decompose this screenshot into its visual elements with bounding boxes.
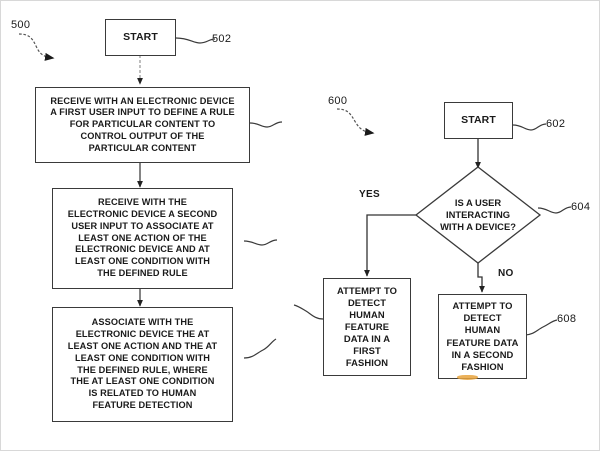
node-step-506-label: RECEIVE WITH THE ELECTRONIC DEVICE A SEC… — [67, 197, 218, 278]
node-step-508[interactable]: ASSOCIATE WITH THE ELECTRONIC DEVICE THE… — [52, 307, 233, 422]
node-start-500[interactable]: START — [105, 19, 176, 56]
figure-500-leader-curve — [18, 33, 55, 61]
branch-label-yes: YES — [359, 189, 380, 200]
node-step-608[interactable]: ATTEMPT TO DETECT HUMAN FEATURE DATA IN … — [438, 294, 527, 379]
node-step-504[interactable]: RECEIVE WITH AN ELECTRONIC DEVICE A FIRS… — [35, 87, 250, 163]
ref-602: 602 — [546, 118, 566, 130]
node-start-500-label: START — [123, 30, 158, 43]
node-decision-604-label: IS A USER INTERACTING WITH A DEVICE? — [440, 196, 516, 233]
ref-502-leader — [175, 37, 216, 44]
node-decision-604[interactable]: IS A USER INTERACTING WITH A DEVICE? — [416, 167, 540, 263]
ref-figure-600: 600 — [328, 95, 348, 107]
node-step-506[interactable]: RECEIVE WITH THE ELECTRONIC DEVICE A SEC… — [52, 188, 233, 289]
node-step-508-label: ASSOCIATE WITH THE ELECTRONIC DEVICE THE… — [67, 317, 218, 410]
node-step-606[interactable]: ATTEMPT TO DETECT HUMAN FEATURE DATA IN … — [323, 278, 411, 376]
edge-yes-branch — [364, 214, 416, 277]
ref-606-leader — [293, 304, 324, 320]
ref-608-leader — [524, 319, 558, 336]
node-step-606-label: ATTEMPT TO DETECT HUMAN FEATURE DATA IN … — [336, 284, 398, 369]
ref-504-leader — [249, 121, 283, 128]
ref-604-leader — [537, 206, 572, 214]
ref-604: 604 — [571, 201, 591, 213]
node-start-600-label: START — [461, 113, 496, 126]
scan-artifact-mark — [457, 375, 478, 380]
node-step-608-label: ATTEMPT TO DETECT HUMAN FEATURE DATA IN … — [446, 300, 519, 372]
node-start-600[interactable]: START — [444, 102, 513, 139]
ref-608: 608 — [557, 313, 577, 325]
branch-label-no: NO — [498, 268, 514, 279]
node-step-504-label: RECEIVE WITH AN ELECTRONIC DEVICE A FIRS… — [50, 95, 235, 153]
edge-no-branch — [477, 263, 485, 293]
ref-figure-500: 500 — [11, 19, 31, 31]
ref-506-leader — [243, 239, 278, 246]
ref-508-leader — [243, 338, 277, 359]
figure-600-leader-curve — [336, 108, 375, 136]
ref-602-leader — [512, 123, 547, 131]
ref-502: 502 — [212, 33, 232, 45]
